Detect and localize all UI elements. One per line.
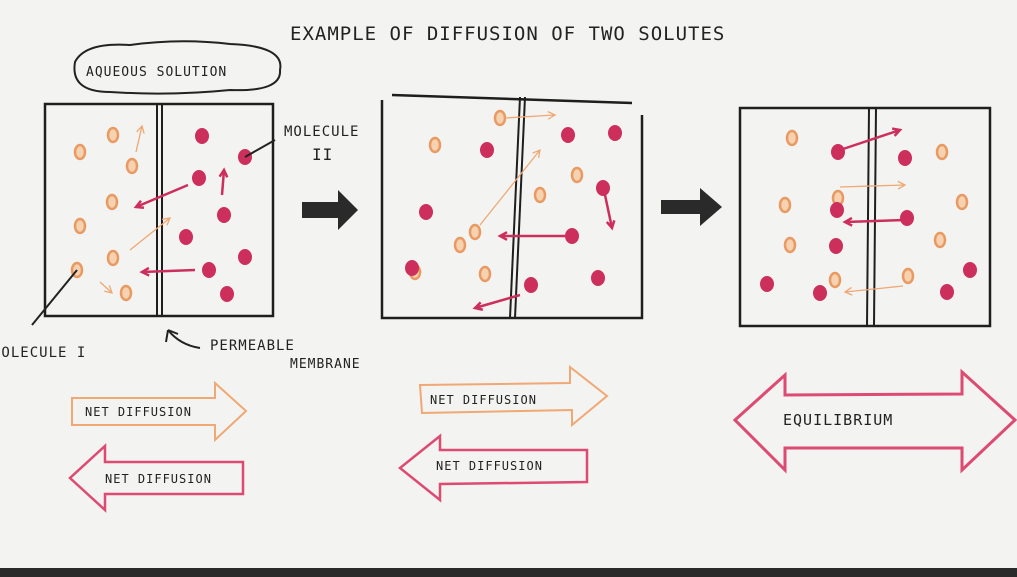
molecule-1 bbox=[935, 143, 949, 161]
molecule-1 bbox=[478, 265, 492, 283]
motion-arrow-icon bbox=[99, 281, 113, 294]
molecule-2 bbox=[830, 202, 844, 218]
bottom-bar bbox=[0, 568, 1017, 577]
molecule-2 bbox=[202, 262, 216, 278]
molecule-1 bbox=[428, 136, 442, 154]
molecule-2 bbox=[192, 170, 206, 186]
molecule-1 bbox=[778, 196, 792, 214]
aqueous-text: AQUEOUS SOLUTION bbox=[86, 65, 227, 80]
motion-arrow-icon bbox=[479, 148, 541, 226]
molecule-1 bbox=[933, 231, 947, 249]
molecule-2 bbox=[524, 277, 538, 293]
net-diffusion-right-arrow-2: NET DIFFUSION bbox=[418, 364, 609, 428]
diagram-title: EXAMPLE OF DIFFUSION OF TWO SOLUTES bbox=[290, 23, 725, 45]
molecule-2 bbox=[831, 144, 845, 160]
molecule-1 bbox=[105, 193, 119, 211]
molecules-layer bbox=[70, 109, 977, 302]
molecule-2 bbox=[561, 127, 575, 143]
motion-arrow-icon bbox=[129, 217, 172, 251]
equilibrium-text: EQUILIBRIUM bbox=[783, 411, 893, 429]
molecule-1 bbox=[828, 271, 842, 289]
molecule-2 bbox=[220, 286, 234, 302]
motion-arrow-icon bbox=[135, 124, 145, 153]
molecule-2 bbox=[419, 204, 433, 220]
motion-arrow-icon bbox=[842, 216, 906, 227]
stage-1-container bbox=[43, 102, 275, 318]
molecule-2 bbox=[565, 228, 579, 244]
motion-arrow-icon bbox=[139, 266, 196, 277]
molecule-2 bbox=[963, 262, 977, 278]
molecule-1 bbox=[468, 223, 482, 241]
net-diffusion-text: NET DIFFUSION bbox=[436, 459, 543, 473]
net-diffusion-right-arrow-1: NET DIFFUSION bbox=[71, 380, 248, 443]
membrane-line bbox=[509, 96, 521, 319]
molecule-1 bbox=[73, 143, 87, 161]
molecule-2 bbox=[195, 128, 209, 144]
molecule-1 bbox=[570, 166, 584, 184]
molecule-2 bbox=[898, 150, 912, 166]
molecule-1 bbox=[119, 284, 133, 302]
molecule-1 bbox=[785, 129, 799, 147]
motion-arrow-icon bbox=[603, 194, 616, 231]
motion-arrow-icon bbox=[218, 167, 229, 196]
molecule-2 bbox=[217, 207, 231, 223]
net-diffusion-left-arrow-1: NET DIFFUSION bbox=[68, 443, 245, 513]
molecule-1 bbox=[901, 267, 915, 285]
molecule-1 bbox=[106, 126, 120, 144]
molecule-2-numeral: II bbox=[312, 145, 333, 164]
transition-arrow-icon bbox=[661, 188, 722, 226]
motion-arrow-icon bbox=[839, 180, 907, 190]
motion-arrow-icon bbox=[504, 111, 557, 120]
molecule-1 bbox=[125, 157, 139, 175]
net-diffusion-text: NET DIFFUSION bbox=[85, 405, 192, 419]
equilibrium-double-arrow: EQUILIBRIUM bbox=[732, 368, 1017, 474]
molecule-2 bbox=[940, 284, 954, 300]
molecule-1 bbox=[533, 186, 547, 204]
motion-arrow-icon bbox=[497, 231, 565, 241]
aqueous-solution-label: AQUEOUS SOLUTION bbox=[73, 40, 282, 95]
motion-arrow-icon bbox=[133, 183, 189, 210]
molecule-2 bbox=[608, 125, 622, 141]
molecule-1 bbox=[106, 249, 120, 267]
molecule-2 bbox=[238, 249, 252, 265]
motion-arrow-icon bbox=[839, 127, 903, 152]
molecule-2 bbox=[829, 238, 843, 254]
molecule-1 bbox=[73, 217, 87, 235]
molecule-2 bbox=[480, 142, 494, 158]
molecule-1 bbox=[493, 109, 507, 127]
molecule-1-label: MOLECULE I bbox=[0, 345, 86, 361]
molecule-2 bbox=[179, 229, 193, 245]
membrane-label: PERMEABLE bbox=[210, 338, 295, 354]
molecule-2 bbox=[405, 260, 419, 276]
molecule-2 bbox=[596, 180, 610, 196]
molecule-1 bbox=[955, 193, 969, 211]
net-diffusion-text: NET DIFFUSION bbox=[430, 393, 537, 407]
molecule-1 bbox=[453, 236, 467, 254]
motion-arrow-icon bbox=[843, 285, 904, 296]
molecule-2 bbox=[760, 276, 774, 292]
membrane-label-2: MEMBRANE bbox=[290, 357, 361, 372]
molecule-2 bbox=[591, 270, 605, 286]
molecule-2-label: MOLECULE bbox=[284, 124, 359, 140]
stage-2-container bbox=[380, 93, 644, 320]
molecule-1 bbox=[783, 236, 797, 254]
molecule-2 bbox=[813, 285, 827, 301]
transition-arrow-icon bbox=[302, 190, 358, 230]
motion-arrows-layer bbox=[99, 111, 907, 311]
net-diffusion-left-arrow-2: NET DIFFUSION bbox=[397, 433, 589, 503]
motion-arrow-icon bbox=[472, 293, 521, 311]
molecule-2 bbox=[900, 210, 914, 226]
net-diffusion-text: NET DIFFUSION bbox=[105, 472, 212, 486]
